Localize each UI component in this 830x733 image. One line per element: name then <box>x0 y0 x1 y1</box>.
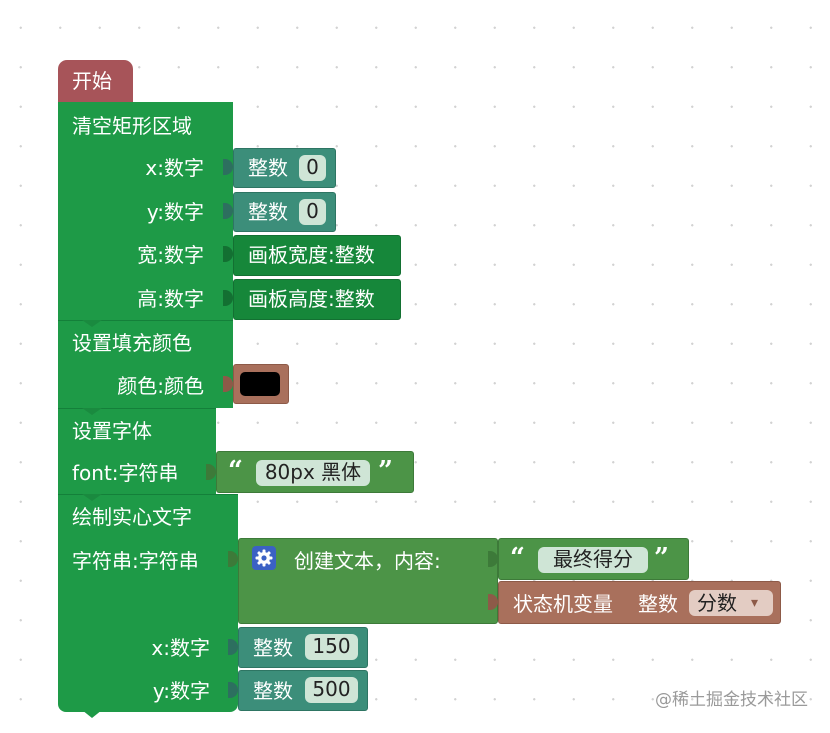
clear-rect-block[interactable] <box>58 102 233 320</box>
socket-tab <box>223 290 233 306</box>
start-label: 开始 <box>72 69 112 93</box>
fill-text-block[interactable] <box>58 494 238 712</box>
clear-rect-x-int-label: 整数 <box>248 156 288 180</box>
state-variable-type: 整数 <box>638 592 678 616</box>
text-value[interactable]: 最终得分 <box>538 547 648 573</box>
socket-tab <box>223 159 233 175</box>
canvas-height-block[interactable] <box>233 279 401 320</box>
fill-color-label: 颜色:颜色 <box>117 374 204 398</box>
socket-tab <box>223 203 233 219</box>
clear-rect-y-int-label: 整数 <box>248 200 288 224</box>
fill-text-y-label: y:数字 <box>152 679 210 703</box>
fill-text-title: 绘制实心文字 <box>72 505 192 529</box>
clear-rect-title: 清空矩形区域 <box>72 114 192 138</box>
variable-name: 分数 <box>697 591 737 615</box>
open-quote-icon: “ <box>510 543 525 573</box>
gear-icon[interactable] <box>252 546 276 570</box>
canvas-width-label: 画板宽度:整数 <box>248 243 375 267</box>
socket-tab <box>228 639 238 655</box>
block-notch <box>82 320 102 327</box>
string-label: 字符串:字符串 <box>72 549 199 573</box>
close-quote-icon: ” <box>378 456 393 486</box>
canvas-height-label: 画板高度:整数 <box>248 287 375 311</box>
clear-rect-y-value[interactable]: 0 <box>299 199 326 225</box>
block-notch <box>82 494 102 501</box>
block-notch <box>82 408 102 415</box>
clear-rect-y-label: y:数字 <box>146 200 204 224</box>
set-font-block[interactable] <box>58 408 216 494</box>
open-quote-icon: “ <box>228 456 243 486</box>
create-text-label: 创建文本，内容: <box>294 549 441 573</box>
state-variable-label: 状态机变量 <box>513 592 613 616</box>
clear-rect-x-value[interactable]: 0 <box>299 155 326 181</box>
fill-text-x-label: x:数字 <box>151 636 210 660</box>
font-label: font:字符串 <box>72 461 179 485</box>
clear-rect-x-label: x:数字 <box>145 156 204 180</box>
set-font-title: 设置字体 <box>72 419 152 443</box>
canvas-width-block[interactable] <box>233 235 401 276</box>
fill-color-block[interactable] <box>58 320 233 408</box>
gear-icon-glyph <box>255 549 273 567</box>
fill-color-title: 设置填充颜色 <box>72 331 192 355</box>
fill-text-y-int-label: 整数 <box>253 679 293 703</box>
fill-text-y-value[interactable]: 500 <box>305 677 358 703</box>
watermark: @稀土掘金技术社区 <box>655 690 808 710</box>
clear-rect-w-label: 宽:数字 <box>137 243 204 267</box>
close-quote-icon: ” <box>654 543 669 573</box>
chevron-down-icon: ▾ <box>751 595 759 611</box>
socket-tab <box>228 682 238 698</box>
font-value[interactable]: 80px 黑体 <box>256 460 370 486</box>
start-block[interactable] <box>58 60 133 106</box>
socket-tab <box>223 376 233 392</box>
fill-text-x-value[interactable]: 150 <box>305 634 358 660</box>
socket-tab <box>488 551 498 567</box>
create-text-block[interactable] <box>238 538 498 624</box>
fill-text-x-int-label: 整数 <box>253 636 293 660</box>
clear-rect-h-label: 高:数字 <box>137 287 204 311</box>
variable-dropdown[interactable]: 分数 ▾ <box>689 590 773 616</box>
socket-tab <box>488 594 498 610</box>
socket-tab <box>223 246 233 262</box>
socket-tab <box>206 464 216 480</box>
color-swatch[interactable] <box>240 372 280 396</box>
bottom-notch <box>82 710 102 718</box>
socket-tab <box>228 551 238 567</box>
